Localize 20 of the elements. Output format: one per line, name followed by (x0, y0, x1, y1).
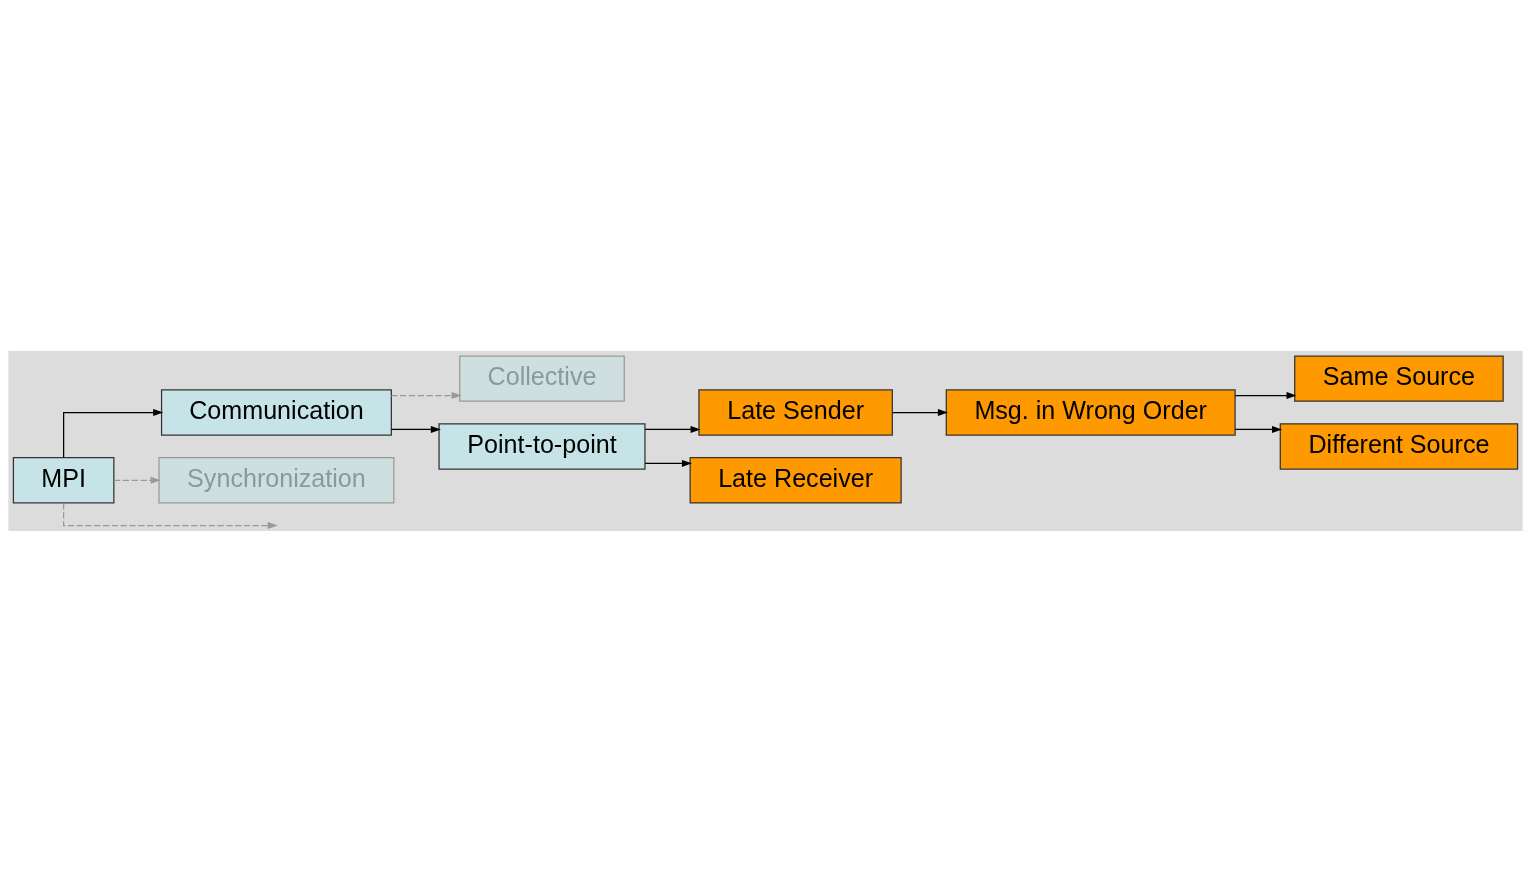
node-box: Point-to-point (438, 422, 646, 470)
node-box: Collective (459, 354, 625, 402)
arrow (63, 408, 164, 458)
arrow (644, 459, 692, 467)
node-box: MPI (12, 456, 115, 504)
arrow (892, 408, 948, 416)
node-box: Communication (160, 388, 392, 436)
arrow (1234, 425, 1283, 433)
arrow (113, 476, 161, 484)
arrow (1234, 391, 1297, 399)
arrow (390, 425, 441, 433)
arrow (63, 502, 278, 529)
node-box: Late Sender (698, 388, 893, 436)
node-box: Same Source (1294, 354, 1504, 402)
arrow (644, 425, 701, 433)
node-box: Synchronization (158, 456, 395, 504)
node-box: Different Source (1279, 422, 1519, 470)
node-box: Late Receiver (689, 456, 902, 504)
node-box: Msg. in Wrong Order (945, 388, 1236, 436)
arrow (390, 391, 462, 399)
